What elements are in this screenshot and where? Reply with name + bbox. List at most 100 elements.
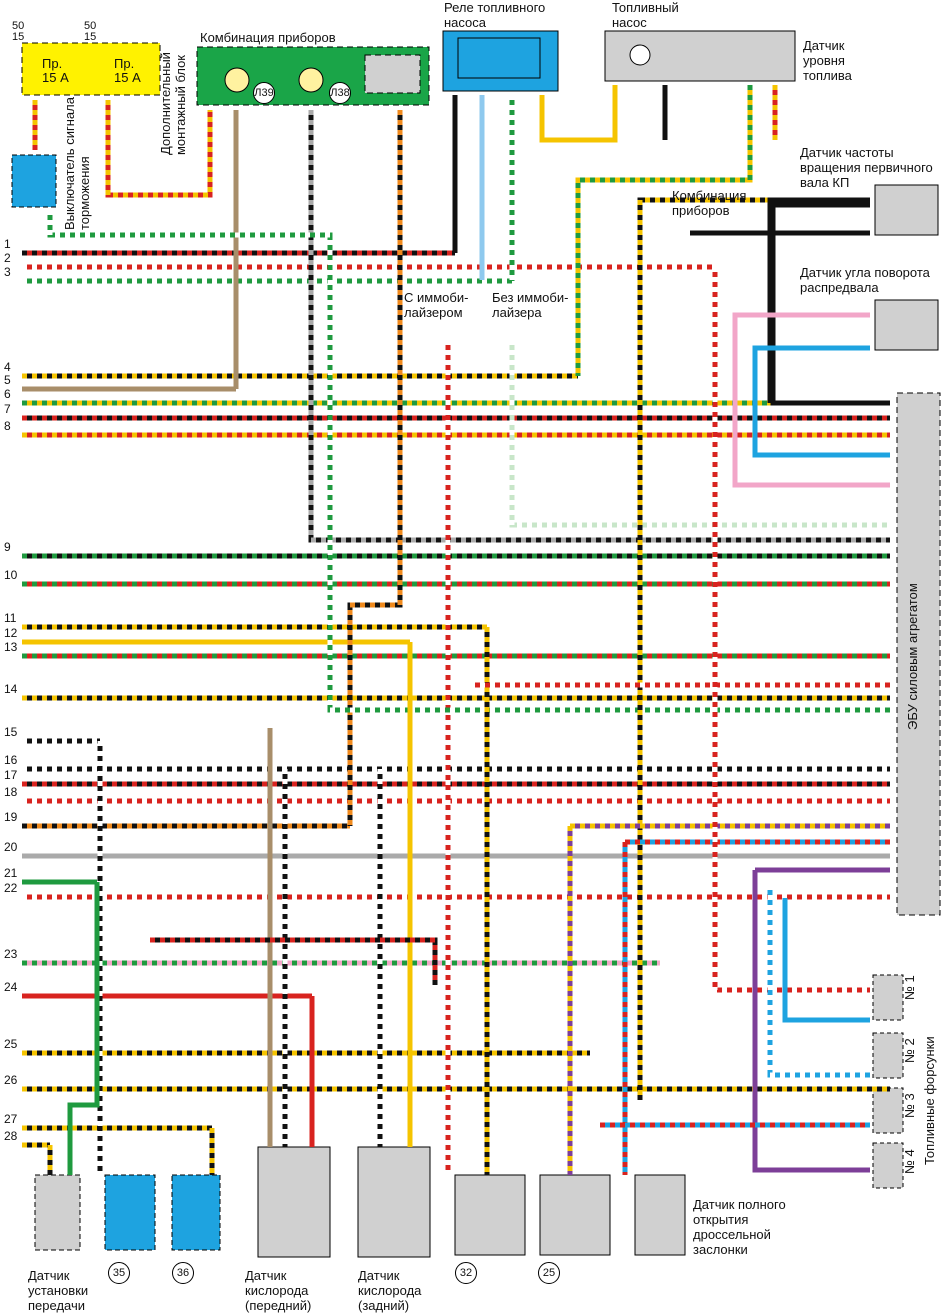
wire-inj-supply-stripe: [712, 267, 870, 993]
wire-number-2: 2: [4, 251, 11, 265]
wire-shield-stripe: [150, 937, 438, 985]
wire-number-12: 12: [4, 626, 18, 640]
injector-3-label: № 3: [902, 1093, 917, 1118]
o2-rear-label: Датчик кислорода (задний): [358, 1268, 422, 1313]
connector-36: 36: [172, 1262, 194, 1284]
fuse2-terminal-15: 15: [84, 31, 97, 43]
fuel-level-label: Датчик уровня топлива: [803, 38, 852, 83]
fuse1-rating: 15 А: [42, 70, 69, 85]
wire-shaft-cluster-stripe: [637, 197, 770, 1100]
wire-inj2-stripe: [767, 885, 870, 1078]
wire-cluster-19: [347, 110, 403, 826]
wire-no-immo-stripe: [509, 340, 890, 528]
fuel-pump-relay: [442, 30, 559, 92]
wire-number-27: 27: [4, 1112, 18, 1126]
wire-number-3: 3: [4, 265, 11, 279]
injector-4-label: № 4: [902, 1149, 917, 1174]
injector-1-label: № 1: [902, 975, 917, 1000]
gear-sensor-label: Датчик установки передачи: [28, 1268, 89, 1313]
injectors-label: Топливные форсунки: [922, 1036, 937, 1165]
fuse2-terminal-50: 50: [84, 20, 97, 32]
wire-inj-supply: [712, 267, 870, 993]
wire-number-18: 18: [4, 785, 18, 799]
o2-front-label: Датчик кислорода (передний): [245, 1268, 312, 1313]
cam-sensor: [874, 299, 939, 351]
wire-number-25: 25: [4, 1037, 18, 1051]
wire-inj4-down: [752, 870, 870, 1173]
lamp39-icon: [224, 67, 250, 93]
wire-number-11: 11: [4, 611, 17, 625]
wire-number-17: 17: [4, 768, 18, 782]
wire-number-26: 26: [4, 1073, 18, 1087]
throttle-sensor-label: Датчик полного открытия дроссельной засл…: [693, 1197, 786, 1257]
shaft-speed-sensor: [874, 184, 939, 236]
without-immobilizer-label: Без иммоби-лайзера: [492, 290, 569, 320]
wire-number-23: 23: [4, 947, 18, 961]
wire-number-9: 9: [4, 540, 11, 554]
wire-cluster-19-stripe: [347, 110, 403, 826]
connector-35: 35: [108, 1262, 130, 1284]
wire-cam-blue: [752, 345, 890, 458]
with-immobilizer-label: С иммоби-лайзером: [404, 290, 469, 320]
lamp38-icon: [298, 67, 324, 93]
ecu-label: ЭБУ силовым агрегатом: [905, 583, 920, 730]
cluster2-label: Комбинация приборов: [672, 188, 747, 218]
fuse-block: [21, 42, 161, 96]
o2-sensor-front: [257, 1146, 331, 1258]
wire-shaft-ecu-2: [770, 202, 890, 406]
sensor-32: [454, 1174, 526, 1256]
wire-cluster-l38-stripe: [308, 110, 890, 543]
wire-21-gear: [67, 882, 100, 1175]
wire-number-7: 7: [4, 402, 11, 416]
wire-number-22: 22: [4, 881, 18, 895]
wire-shaft-ecu: [767, 197, 870, 403]
relay-label: Реле топливного насоса: [444, 0, 546, 30]
injector-2: [872, 1032, 904, 1079]
lamp-l38: Л38: [329, 82, 351, 104]
cluster-label: Комбинация приборов: [200, 30, 336, 45]
fuse2-label: Пр.: [114, 56, 135, 71]
injector-1: [872, 974, 904, 1021]
throttle-sensor: [634, 1174, 686, 1256]
fuse1-terminal-50: 50: [12, 20, 25, 32]
wire-number-16: 16: [4, 753, 18, 767]
wire-number-4: 4: [4, 360, 11, 374]
wire-number-14: 14: [4, 682, 18, 696]
mount-block-label: Дополнительный монтажный блок: [158, 52, 188, 155]
injector-4: [872, 1142, 904, 1189]
wire-cam-pink: [732, 312, 890, 488]
fuse1-terminal-15: 15: [12, 31, 25, 43]
cam-sensor-label: Датчик угла поворота распредвала: [800, 265, 930, 295]
wire-brake-14-stripe: [47, 210, 890, 713]
shaft-speed-label: Датчик частоты вращения первичного вала …: [800, 145, 933, 190]
brake-switch-label: Выключатель сигнала торможения: [62, 97, 92, 230]
wire-number-19: 19: [4, 810, 18, 824]
pump-label: Топливный насос: [612, 0, 679, 30]
gear-sensor: [34, 1174, 81, 1251]
wire-relay-pump: [539, 85, 618, 143]
wire-number-20: 20: [4, 840, 18, 854]
injector-2-label: № 2: [902, 1038, 917, 1063]
relay-coil-icon: [457, 37, 541, 79]
wire-number-10: 10: [4, 568, 18, 582]
wire-number-13: 13: [4, 640, 18, 654]
wire-number-28: 28: [4, 1129, 18, 1143]
wire-number-5: 5: [4, 373, 11, 387]
wire-number-8: 8: [4, 419, 11, 433]
wire-number-24: 24: [4, 980, 18, 994]
switch-36: [171, 1174, 221, 1251]
sensor-25: [539, 1174, 611, 1256]
connector-25: 25: [538, 1262, 560, 1284]
connector-32: 32: [455, 1262, 477, 1284]
wire-fuse2-cluster: [105, 100, 213, 198]
brake-switch: [11, 154, 57, 208]
o2-sensor-rear: [357, 1146, 431, 1258]
switch-35: [104, 1174, 156, 1251]
fuse2-rating: 15 А: [114, 70, 141, 85]
lamp-l39: Л39: [253, 82, 275, 104]
wire-fuel-level-stripe: [575, 85, 753, 376]
wire-number-6: 6: [4, 387, 11, 401]
wire-number-21: 21: [4, 866, 18, 880]
